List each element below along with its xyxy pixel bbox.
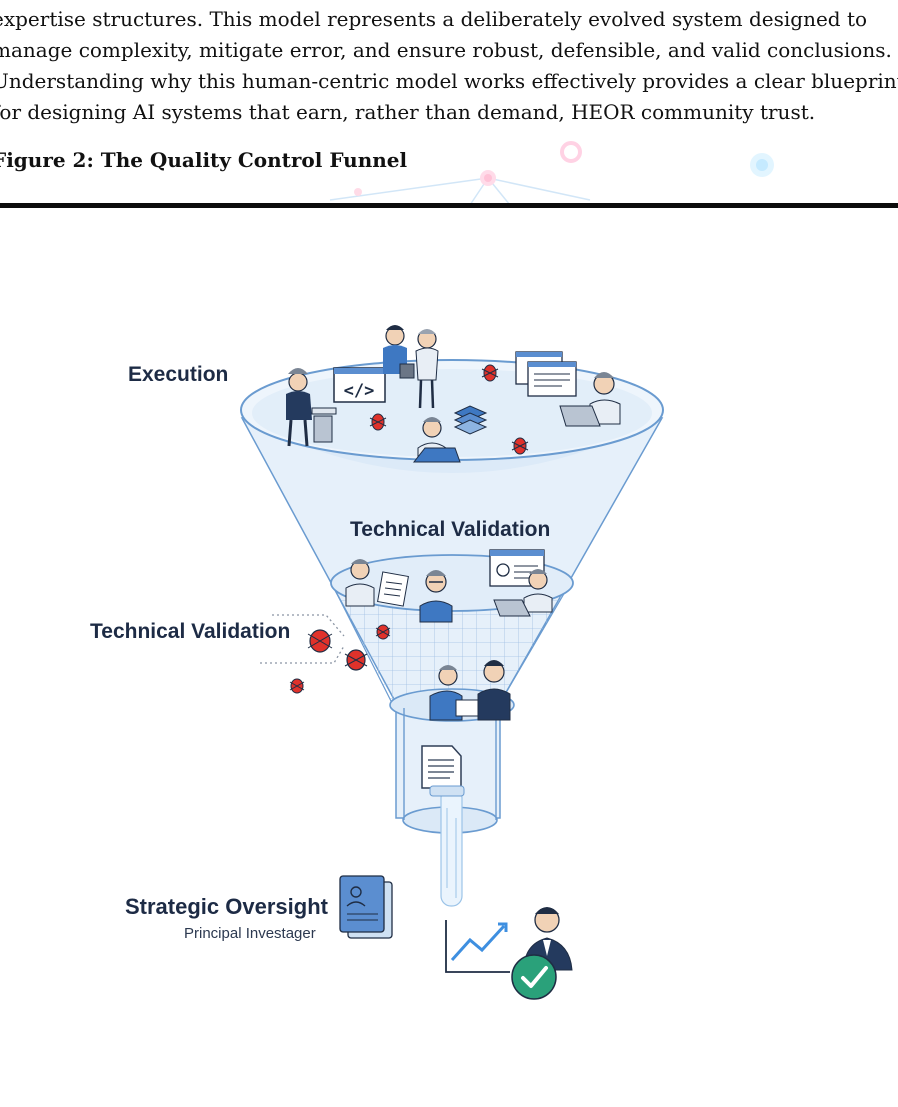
growth-chart-icon	[445, 920, 510, 973]
reviewer-laptop-icon	[493, 569, 553, 617]
bug-icon	[375, 624, 391, 640]
person-laptop-right-icon	[559, 372, 621, 427]
execution-label: Execution	[128, 363, 229, 386]
person-laptop-front-icon	[412, 417, 461, 463]
investigator-profile-card-icon	[339, 875, 393, 939]
bug-icon	[344, 649, 368, 671]
approval-check-icon	[511, 954, 557, 1000]
technical-validation-left-label: Technical Validation	[90, 620, 291, 643]
bug-icon	[369, 413, 387, 431]
paragraph-line: expertise structures. This model represe…	[0, 7, 868, 31]
section-divider	[0, 203, 898, 208]
reviewer-glasses-icon	[419, 570, 453, 623]
data-stack-icon	[453, 405, 488, 435]
funnel-illustration: </>	[240, 325, 664, 1000]
body-paragraph: expertise structures. This model represe…	[0, 4, 898, 128]
strategic-oversight-label: Strategic Oversight	[125, 894, 328, 919]
paragraph-line: for designing AI systems that earn, rath…	[0, 100, 816, 124]
code-symbol: </>	[344, 381, 375, 401]
person-presenter-icon	[286, 368, 337, 447]
reviewer-with-document-icon	[345, 559, 409, 607]
figure-caption: Figure 2: The Quality Control Funnel	[0, 148, 408, 172]
code-window-icon: </>	[333, 367, 386, 403]
people-collaborating-icon	[383, 325, 439, 409]
paragraph-line: Understanding why this human-centric mod…	[0, 69, 898, 93]
principal-investigator-person-icon	[523, 907, 573, 971]
bug-icon	[511, 437, 529, 455]
quality-control-funnel-figure: </>	[0, 208, 898, 1107]
bug-icon	[307, 629, 333, 653]
document-text: expertise structures. This model represe…	[0, 0, 898, 200]
report-document-icon	[421, 745, 465, 797]
technical-validation-center-label: Technical Validation	[350, 518, 551, 541]
bug-icon	[289, 678, 305, 694]
paragraph-line: manage complexity, mitigate error, and e…	[0, 38, 892, 62]
analysts-pair-icon	[429, 660, 511, 721]
document-windows-icon	[515, 351, 577, 397]
principal-investigator-label: Principal Investager	[184, 925, 316, 942]
bug-icon	[481, 364, 499, 382]
